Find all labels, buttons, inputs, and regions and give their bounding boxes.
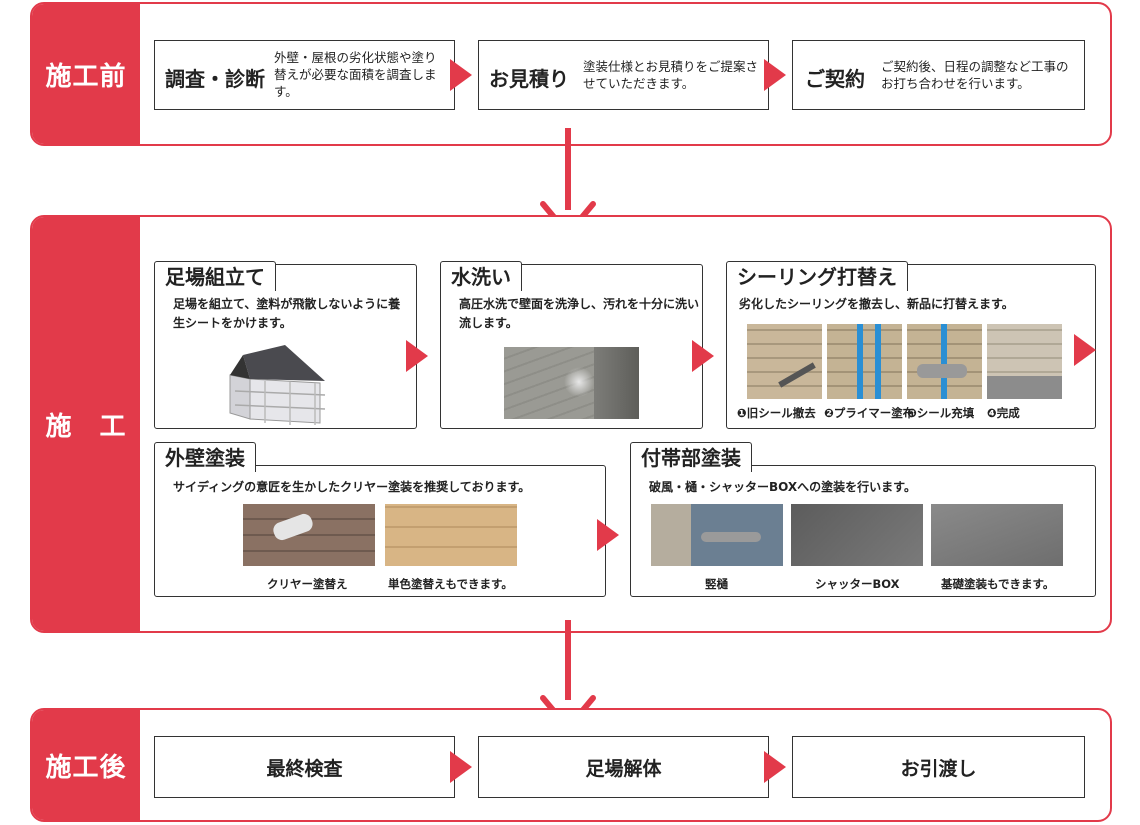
step-survey-title: 調査・診断 xyxy=(165,67,265,91)
arrow-right-icon xyxy=(450,751,472,783)
step-survey: 調査・診断 外壁・屋根の劣化状態や塗り替えが必要な面積を調査します。 xyxy=(154,40,455,110)
step-estimate: お見積り 塗装仕様とお見積りをご提案させていただきます。 xyxy=(478,40,769,110)
step-scaffold-removal: 足場解体 xyxy=(478,736,769,798)
phase-during-panel: 施 工 足場を組立て、塗料が飛散しないように養生シートをかけます。 足場組立て … xyxy=(30,215,1112,633)
card-wall: サイディングの意匠を生かしたクリヤー塗装を推奨しております。 クリヤー塗替え 単… xyxy=(154,465,606,597)
scaffold-house-illustration xyxy=(229,345,326,425)
photo-sealing-4 xyxy=(987,324,1062,399)
phase-before-label: 施工前 xyxy=(32,4,140,144)
photo-downspout xyxy=(651,504,783,566)
accessory-desc: 破風・樋・シャッターBOXへの塗装を行います。 xyxy=(649,480,916,494)
sealing-caption-3: ❸シール充填 xyxy=(907,406,975,420)
sealing-caption-1: ❶旧シール撤去 xyxy=(737,406,816,420)
tab-scaffold: 足場組立て xyxy=(154,261,276,291)
photo-wash xyxy=(504,347,639,419)
card-sealing: 劣化したシーリングを撤去し、新品に打替えます。 ❶旧シール撤去 ❷プライマー塗布… xyxy=(726,264,1096,429)
sealing-desc: 劣化したシーリングを撤去し、新品に打替えます。 xyxy=(739,297,1014,311)
photo-sealing-3 xyxy=(907,324,982,399)
step-estimate-title: お見積り xyxy=(489,67,569,91)
photo-sealing-1 xyxy=(747,324,822,399)
arrow-right-icon xyxy=(1074,334,1096,366)
card-accessory: 破風・樋・シャッターBOXへの塗装を行います。 竪樋 シャッターBOX 基礎塗装… xyxy=(630,465,1096,597)
tab-sealing: シーリング打替え xyxy=(726,261,908,291)
step-handover: お引渡し xyxy=(792,736,1085,798)
wall-desc: サイディングの意匠を生かしたクリヤー塗装を推奨しております。 xyxy=(173,480,531,494)
wall-caption-1: クリヤー塗替え xyxy=(267,577,348,591)
arrow-right-icon xyxy=(764,751,786,783)
phase-before-panel: 施工前 調査・診断 外壁・屋根の劣化状態や塗り替えが必要な面積を調査します。 お… xyxy=(30,2,1112,146)
tab-wall: 外壁塗装 xyxy=(154,442,256,472)
photo-shutter-box xyxy=(791,504,923,566)
wall-caption-2: 単色塗替えもできます。 xyxy=(388,577,513,591)
step-contract-desc: ご契約後、日程の調整など工事のお打ち合わせを行います。 xyxy=(881,59,1069,91)
arrow-right-icon xyxy=(406,340,428,372)
flow-connector xyxy=(565,128,571,210)
step-contract: ご契約 ご契約後、日程の調整など工事のお打ち合わせを行います。 xyxy=(792,40,1085,110)
sealing-caption-2: ❷プライマー塗布 xyxy=(824,406,915,420)
card-wash: 高圧水洗で壁面を洗浄し、汚れを十分に洗い流します。 xyxy=(440,264,703,429)
photo-foundation xyxy=(931,504,1063,566)
tab-wash: 水洗い xyxy=(440,261,522,291)
card-scaffold: 足場を組立て、塗料が飛散しないように養生シートをかけます。 xyxy=(154,264,417,429)
photo-wall-solid xyxy=(385,504,517,566)
arrow-right-icon xyxy=(764,59,786,91)
step-final-inspection: 最終検査 xyxy=(154,736,455,798)
step-estimate-desc: 塗装仕様とお見積りをご提案させていただきます。 xyxy=(583,59,759,91)
flow-connector xyxy=(565,620,571,700)
photo-sealing-2 xyxy=(827,324,902,399)
step-final-inspection-title: 最終検査 xyxy=(266,757,343,780)
step-handover-title: お引渡し xyxy=(900,757,977,780)
photo-wall-clear xyxy=(243,504,375,566)
scaffold-desc: 足場を組立て、塗料が飛散しないように養生シートをかけます。 xyxy=(173,297,401,330)
arrow-right-icon xyxy=(597,519,619,551)
sealing-caption-4: ❹完成 xyxy=(987,406,1020,420)
accessory-caption-1: 竪樋 xyxy=(705,577,728,591)
accessory-caption-3: 基礎塗装もできます。 xyxy=(941,577,1055,591)
tab-accessory: 付帯部塗装 xyxy=(630,442,752,472)
step-scaffold-removal-title: 足場解体 xyxy=(585,757,662,780)
accessory-caption-2: シャッターBOX xyxy=(815,577,900,591)
phase-during-label: 施 工 xyxy=(32,217,140,631)
arrow-right-icon xyxy=(692,340,714,372)
arrow-right-icon xyxy=(450,59,472,91)
step-contract-title: ご契約 xyxy=(805,67,865,91)
phase-after-panel: 施工後 最終検査 足場解体 お引渡し xyxy=(30,708,1112,822)
phase-after-label: 施工後 xyxy=(32,710,140,820)
step-survey-desc: 外壁・屋根の劣化状態や塗り替えが必要な面積を調査します。 xyxy=(274,50,437,99)
wash-desc: 高圧水洗で壁面を洗浄し、汚れを十分に洗い流します。 xyxy=(459,297,700,330)
